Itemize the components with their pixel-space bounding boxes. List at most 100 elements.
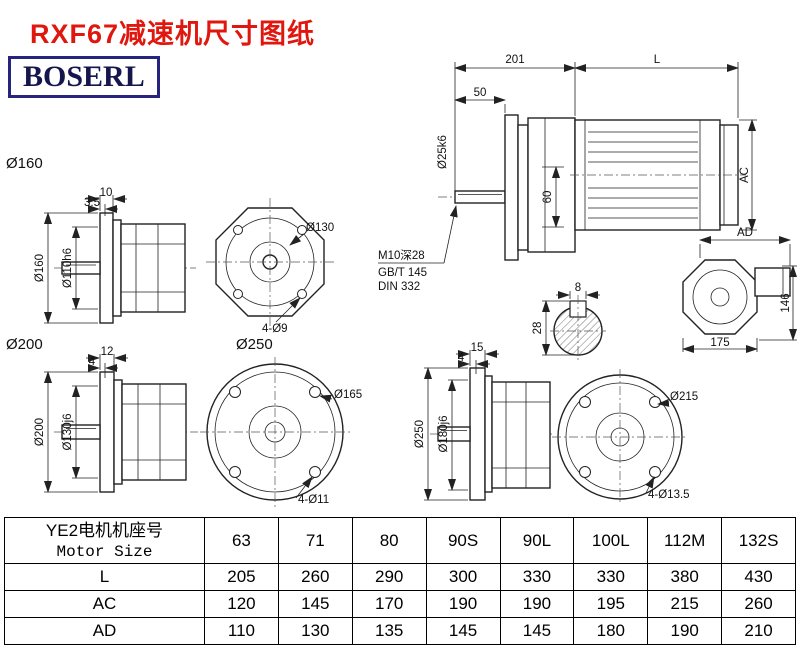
- frame-size-80: 80: [351, 517, 427, 564]
- row-label-AD: AD: [4, 617, 205, 645]
- bolt-hole: [229, 466, 241, 478]
- bolt-hole: [297, 289, 307, 299]
- motor-size-table: YE2电机机座号 Motor Size 63 71 80 90S 90L 100…: [4, 517, 796, 645]
- note-tapped-hole: M10深28: [378, 248, 425, 262]
- cell-L-1: 260: [277, 563, 353, 591]
- table-row-AD: AD 110 130 135 145 145 180 190 210: [4, 617, 796, 645]
- frame-size-132S: 132S: [721, 517, 796, 564]
- cell-AC-5: 195: [573, 590, 649, 618]
- dim-label-step1: 12: [101, 346, 114, 358]
- bolt-hole: [297, 225, 307, 235]
- cell-AC-4: 190: [499, 590, 575, 618]
- dim-label-bolt-circle: Ø215: [670, 391, 698, 403]
- cell-L-3: 300: [425, 563, 501, 591]
- cell-L-2: 290: [351, 563, 427, 591]
- cell-AD-7: 210: [721, 617, 796, 645]
- motor-body: [574, 119, 721, 231]
- cell-L-7: 430: [721, 563, 796, 591]
- dim-label-step1: 15: [471, 342, 484, 354]
- dim-label-step1: 10: [100, 187, 113, 199]
- output-flange-hub: [517, 124, 529, 251]
- cell-AC-6: 215: [647, 590, 723, 618]
- frame-size-112M: 112M: [647, 517, 723, 564]
- frame-size-100L: 100L: [573, 517, 649, 564]
- bolt-hole: [579, 466, 591, 478]
- table-row-L: L 205 260 290 300 330 330 380 430: [4, 563, 796, 591]
- dim-label-bolt-holes: 4-Ø13.5: [648, 489, 690, 501]
- flange-plate: [99, 371, 115, 493]
- gear-housing: [527, 117, 576, 253]
- dim-label-step2: 4: [458, 352, 465, 364]
- frame-size-90S: 90S: [425, 517, 501, 564]
- dim-label-key-height: 28: [532, 322, 544, 335]
- flange200-front-view: Ø165 4-Ø11: [200, 357, 362, 507]
- terminal-box: [754, 267, 791, 297]
- brand-logo: BOSERL: [8, 56, 160, 98]
- flange160-front-view: Ø130 4-Ø9: [206, 198, 334, 335]
- main-assembly-view: 201 L 50 Ø25k6 60: [378, 54, 757, 293]
- table-header-motor-size: YE2电机机座号 Motor Size: [4, 517, 205, 564]
- dim-label-L: L: [654, 54, 661, 66]
- bolt-hole: [649, 396, 661, 408]
- dim-label-spigot-dia: Ø110h6: [62, 248, 74, 288]
- housing: [120, 223, 186, 313]
- dim-label-bolt-circle: Ø165: [334, 389, 362, 401]
- dim-label-outer-dia: Ø160: [34, 254, 46, 282]
- bolt-hole: [233, 289, 243, 299]
- group-label-250: Ø250: [236, 336, 273, 353]
- flange-plate: [99, 212, 114, 324]
- dim-label-bolt-holes: 4-Ø11: [298, 494, 329, 506]
- bolt-hole: [579, 396, 591, 408]
- flange160-side-view: 10 3.5 Ø160 Ø110h6: [34, 187, 196, 324]
- housing: [491, 381, 551, 489]
- note-standard-din: DIN 332: [378, 281, 420, 293]
- page-title: RXF67减速机尺寸图纸: [30, 19, 316, 49]
- dim-label-outer-dia: Ø250: [414, 420, 426, 448]
- group-label-160: Ø160: [6, 155, 43, 172]
- table-header-row: YE2电机机座号 Motor Size 63 71 80 90S 90L 100…: [4, 517, 796, 564]
- dim-label-spigot-dia: Ø130j6: [62, 413, 74, 450]
- dim-label-AC: AC: [739, 167, 751, 183]
- bolt-hole: [229, 386, 241, 398]
- dim-label-bolt-circle: Ø130: [306, 222, 334, 234]
- flange200-side-view: 12 4 Ø200 Ø130j6: [34, 346, 198, 493]
- cell-AD-6: 190: [647, 617, 723, 645]
- note-standard-gbt: GB/T 145: [378, 267, 427, 279]
- dim-label-201: 201: [505, 54, 524, 66]
- cell-L-6: 380: [647, 563, 723, 591]
- dim-label-step2: 4: [89, 356, 96, 368]
- frame-size-90L: 90L: [499, 517, 575, 564]
- frame-size-63: 63: [204, 517, 279, 564]
- dim-label-outer-dia: Ø200: [34, 418, 46, 446]
- cell-L-0: 205: [204, 563, 279, 591]
- row-label-AC: AC: [4, 590, 205, 618]
- cell-L-4: 330: [499, 563, 575, 591]
- dim-label-key-width: 8: [575, 282, 581, 294]
- cell-AC-2: 170: [351, 590, 427, 618]
- dim-label-step2: 3.5: [84, 197, 100, 209]
- bolt-hole: [649, 466, 661, 478]
- output-flange-plate: [504, 114, 519, 261]
- bolt-hole: [309, 386, 321, 398]
- drawing-canvas: 201 L 50 Ø25k6 60: [34, 54, 797, 507]
- motor-size-label-en: Motor Size: [56, 542, 153, 561]
- motor-flange-outline: [682, 259, 758, 335]
- dim-label-146: 146: [780, 293, 792, 312]
- cell-AD-1: 130: [277, 617, 353, 645]
- flange250-side-view: 15 4 Ø250 Ø180j6: [414, 342, 552, 501]
- cell-AD-0: 110: [204, 617, 279, 645]
- motor-size-label-cn: YE2电机机座号: [45, 520, 164, 540]
- row-label-L: L: [4, 563, 205, 591]
- cell-AC-0: 120: [204, 590, 279, 618]
- dim-label-60: 60: [542, 191, 554, 204]
- group-label-200: Ø200: [6, 336, 43, 353]
- cell-AD-3: 145: [425, 617, 501, 645]
- cell-AC-3: 190: [425, 590, 501, 618]
- dim-label-50: 50: [474, 87, 487, 99]
- bolt-hole: [309, 466, 321, 478]
- flange-plate: [469, 367, 486, 501]
- dim-label-AD: AD: [737, 227, 753, 239]
- flange250-front-view: Ø215 4-Ø13.5: [552, 369, 698, 505]
- housing: [121, 383, 187, 481]
- dim-label-spigot-dia: Ø180j6: [438, 415, 450, 452]
